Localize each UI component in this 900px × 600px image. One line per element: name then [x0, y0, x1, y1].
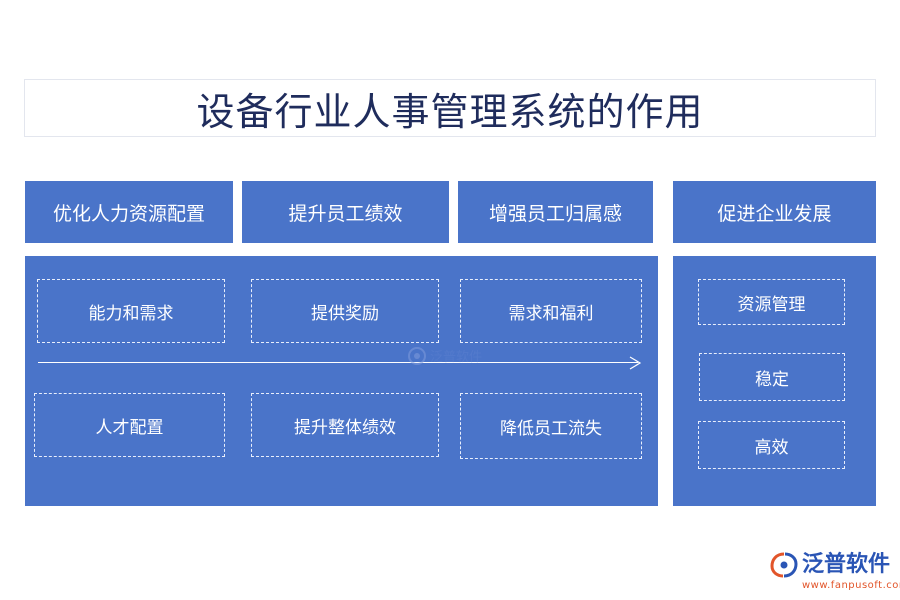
- header-optimize-hr: 优化人力资源配置: [25, 181, 233, 243]
- header-enterprise-development: 促进企业发展: [673, 181, 876, 243]
- item-label: 高效: [754, 437, 789, 458]
- item-label: 能力和需求: [88, 303, 174, 324]
- item-efficient: 高效: [698, 421, 845, 469]
- item-label: 稳定: [755, 369, 789, 390]
- title-box: 设备行业人事管理系统的作用: [24, 79, 876, 137]
- header-label: 促进企业发展: [717, 202, 832, 225]
- header-label: 提升员工绩效: [288, 202, 403, 225]
- item-stable: 稳定: [699, 353, 845, 401]
- header-label: 增强员工归属感: [488, 202, 622, 225]
- right-panel: [673, 256, 876, 506]
- item-label: 人才配置: [95, 417, 164, 438]
- header-belonging: 增强员工归属感: [458, 181, 653, 243]
- watermark: 泛普软件: [408, 346, 482, 365]
- diagram-title: 设备行业人事管理系统的作用: [196, 89, 704, 134]
- item-label: 需求和福利: [508, 303, 594, 324]
- item-ability-demand: 能力和需求: [37, 279, 225, 343]
- watermark-logo-icon: [408, 346, 426, 365]
- item-talent-allocation: 人才配置: [34, 393, 225, 457]
- item-label: 提升整体绩效: [294, 417, 396, 438]
- item-overall-performance: 提升整体绩效: [251, 393, 439, 457]
- watermark-text: 泛普软件: [430, 350, 483, 365]
- flow-arrow-head-icon: [629, 356, 642, 370]
- item-label: 资源管理: [737, 294, 806, 315]
- brand-logo: 泛普软件: [770, 552, 890, 578]
- header-improve-performance: 提升员工绩效: [242, 181, 449, 243]
- item-label: 降低员工流失: [500, 418, 602, 439]
- item-provide-rewards: 提供奖励: [251, 279, 439, 343]
- item-resource-management: 资源管理: [698, 279, 845, 325]
- brand-url: www.fanpusoft.com: [802, 580, 900, 591]
- item-label: 提供奖励: [311, 303, 379, 324]
- left-panel: [25, 256, 658, 506]
- header-label: 优化人力资源配置: [52, 202, 205, 225]
- item-reduce-turnover: 降低员工流失: [460, 393, 642, 459]
- flow-arrow-line: [38, 362, 638, 363]
- item-needs-benefits: 需求和福利: [460, 279, 642, 343]
- brand-name: 泛普软件: [802, 552, 891, 577]
- brand-logo-icon: [770, 552, 798, 578]
